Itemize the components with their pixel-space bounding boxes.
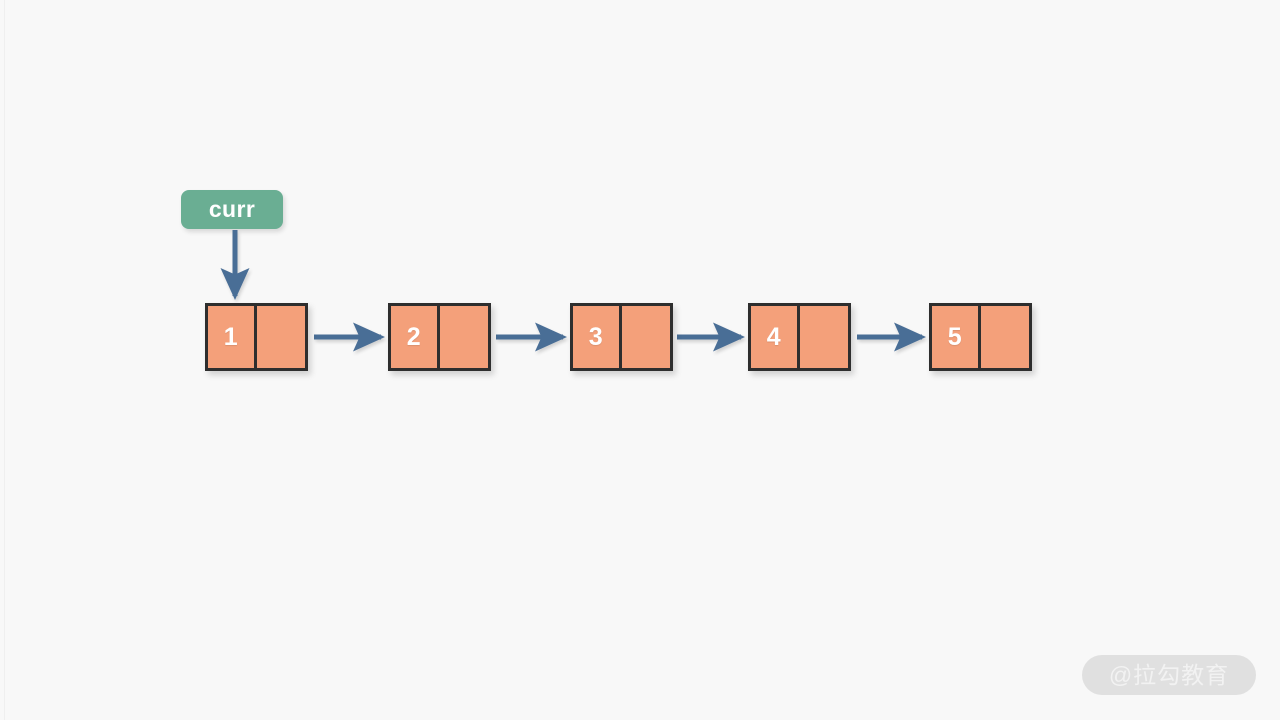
node-value-cell: 4 [751,306,800,368]
node-value-cell: 3 [573,306,622,368]
pointer-label-curr: curr [181,190,283,229]
list-node: 1 [205,303,308,371]
node-value-cell: 2 [391,306,440,368]
node-value-cell: 5 [932,306,981,368]
node-value-text: 5 [947,322,962,351]
node-value-text: 3 [588,322,603,351]
node-value-cell: 1 [208,306,257,368]
pointer-label-text: curr [208,196,256,222]
node-value-text: 4 [766,322,781,351]
node-next-cell [256,306,305,368]
list-node: 5 [929,303,1032,371]
node-next-cell [799,306,848,368]
node-next-cell [439,306,488,368]
node-value-text: 2 [406,322,421,351]
canvas-left-rule [4,0,5,720]
node-next-cell [621,306,670,368]
watermark-badge: @拉勾教育 [1082,655,1256,695]
list-node: 4 [748,303,851,371]
watermark-text: @拉勾教育 [1108,661,1230,688]
node-value-text: 1 [223,322,238,351]
list-node: 3 [570,303,673,371]
list-node: 2 [388,303,491,371]
node-next-cell [980,306,1029,368]
